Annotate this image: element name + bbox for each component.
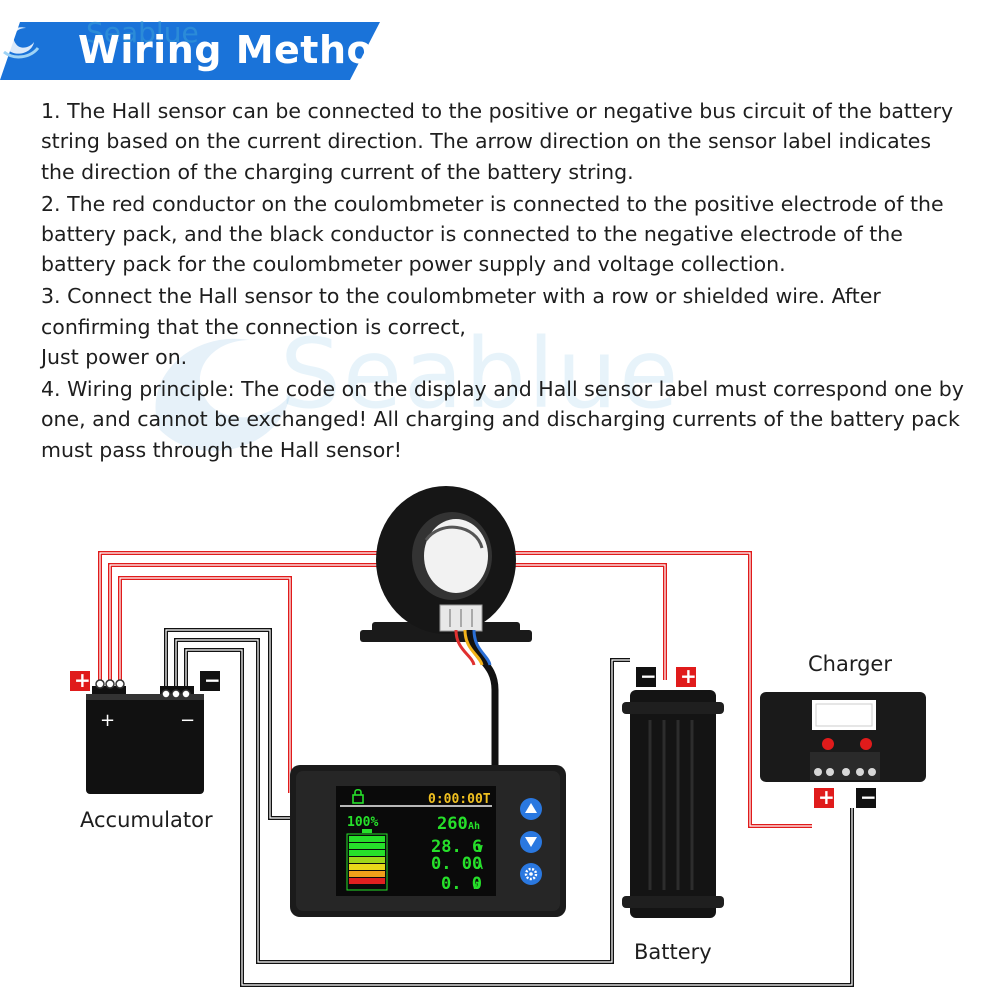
- accumulator-label: Accumulator: [80, 808, 213, 832]
- battery-level-bar: [346, 829, 388, 891]
- instructions-block: 1. The Hall sensor can be connected to t…: [41, 96, 971, 467]
- charger-label: Charger: [808, 652, 892, 676]
- instruction-3-cont: Just power on.: [41, 344, 188, 369]
- accumulator: + −: [86, 679, 204, 794]
- accumulator-plus-badge: +: [70, 668, 91, 692]
- meter-timer: 0:00:00T: [428, 792, 491, 807]
- wiring-diagram: + − + − 0:00:00T 100%: [70, 486, 926, 987]
- charger: [760, 692, 926, 782]
- meter-current: 0. 00: [431, 854, 482, 874]
- hall-sensor: [360, 486, 532, 642]
- page-title: Wiring Method: [78, 28, 401, 72]
- meter-capacity-unit: Ah: [468, 821, 480, 832]
- meter-power: 0. 0: [441, 874, 482, 894]
- instruction-3: 3. Connect the Hall sensor to the coulom…: [41, 284, 881, 339]
- gear-icon: [524, 867, 538, 881]
- instruction-2: 2. The red conductor on the coulombmeter…: [41, 191, 944, 277]
- svg-text:+: +: [818, 785, 835, 809]
- up-arrow-icon: [525, 803, 537, 813]
- wave-logo-icon: [3, 27, 40, 59]
- svg-text:+: +: [74, 668, 91, 692]
- brand-logo-text: Seablue: [86, 16, 199, 49]
- accumulator-plus-label: +: [100, 710, 115, 731]
- battery-minus-badge: −: [636, 664, 657, 688]
- battery-label: Battery: [634, 940, 712, 964]
- battery: [622, 690, 724, 918]
- lock-icon: [352, 788, 364, 804]
- svg-text:−: −: [640, 664, 657, 688]
- header-banner: Seablue Wiring Method: [0, 16, 400, 80]
- meter-voltage: 28. 6: [431, 837, 482, 857]
- svg-text:+: +: [680, 664, 697, 688]
- up-button[interactable]: [520, 798, 542, 820]
- banner-shape: [0, 22, 380, 80]
- down-arrow-icon: [525, 837, 537, 847]
- coulombmeter: 0:00:00T 100% 260 Ah 28. 6 V 0. 00 A 0. …: [290, 765, 566, 917]
- meter-power-unit: W: [473, 881, 480, 892]
- sensor-cable: [454, 629, 499, 770]
- accumulator-minus-label: −: [180, 710, 195, 731]
- meter-soc: 100%: [347, 815, 378, 830]
- settings-button[interactable]: [520, 863, 542, 885]
- charger-plus-badge: +: [814, 785, 835, 809]
- down-button[interactable]: [520, 831, 542, 853]
- accumulator-minus-badge: −: [200, 668, 221, 692]
- battery-plus-badge: +: [676, 664, 697, 688]
- svg-text:−: −: [204, 668, 221, 692]
- meter-capacity: 260: [437, 814, 468, 834]
- instruction-1: 1. The Hall sensor can be connected to t…: [41, 99, 954, 184]
- instruction-4: 4. Wiring principle: The code on the dis…: [41, 377, 964, 462]
- svg-text:−: −: [860, 785, 877, 809]
- meter-voltage-unit: V: [477, 844, 483, 855]
- negative-wire-outline: [165, 629, 853, 986]
- meter-current-unit: A: [477, 861, 483, 872]
- charger-minus-badge: −: [856, 785, 877, 809]
